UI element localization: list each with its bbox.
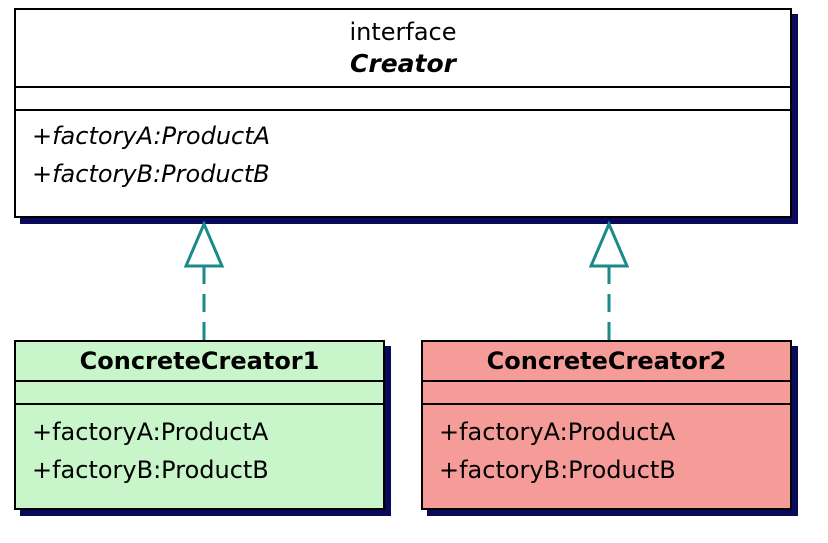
realization-arrow-2[interactable] [588,220,630,340]
concrete-creator-2-attributes-compartment [423,382,790,405]
concrete-creator-1-operation: +factoryB:ProductB [32,456,269,484]
concrete-creator-1-attributes-compartment [16,382,383,405]
creator-attributes-compartment [16,88,790,111]
realization-arrow-1[interactable] [183,220,225,340]
realization-arrowhead-2 [588,220,630,268]
concrete-creator-1-operations-compartment: +factoryA:ProductA +factoryB:ProductB [16,405,383,489]
concrete-creator-2-name: ConcreteCreator2 [423,342,790,382]
creator-header: interface Creator [16,10,790,88]
concrete-creator-1-name: ConcreteCreator1 [16,342,383,382]
concrete-creator-2-box[interactable]: ConcreteCreator2 +factoryA:ProductA +fac… [421,340,792,510]
creator-interface-box[interactable]: interface Creator +factoryA:ProductA +fa… [14,8,792,218]
creator-name: Creator [350,49,456,78]
concrete-creator-1-operation: +factoryA:ProductA [32,418,269,446]
concrete-creator-2-operation: +factoryA:ProductA [439,418,676,446]
realization-arrowhead-1 [183,220,225,268]
creator-stereotype: interface [349,18,457,46]
concrete-creator-2-operations-compartment: +factoryA:ProductA +factoryB:ProductB [423,405,790,489]
creator-operation: +factoryA:ProductA [32,122,271,150]
concrete-creator-2-operation: +factoryB:ProductB [439,456,676,484]
concrete-creator-1-box[interactable]: ConcreteCreator1 +factoryA:ProductA +fac… [14,340,385,510]
creator-operation: +factoryB:ProductB [32,160,270,188]
creator-operations-compartment: +factoryA:ProductA +factoryB:ProductB [16,111,790,193]
